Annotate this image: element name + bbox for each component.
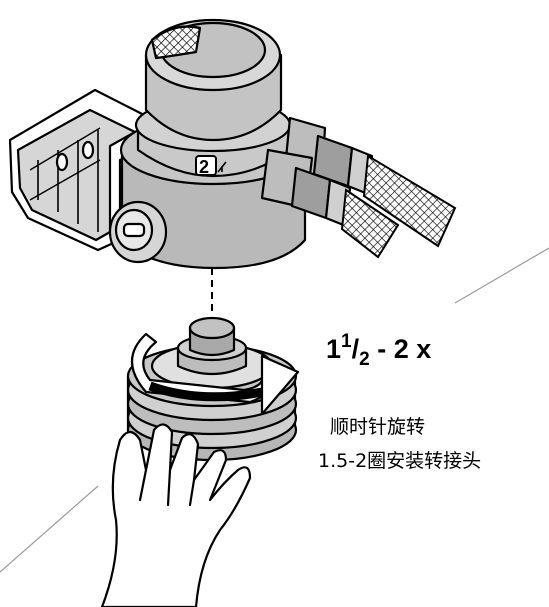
wall-bracket (8, 88, 152, 252)
background-guide-lines (0, 247, 549, 573)
instruction-chinese-line-1: 顺时针旋转 (330, 416, 426, 438)
clockwise-arrow-icon (131, 332, 300, 416)
device-housing (119, 18, 307, 270)
rotation-turns-label: 11/2 - 2 x (326, 331, 432, 370)
braided-hoses (340, 154, 457, 259)
side-knob (108, 200, 168, 264)
turns-tail: - 2 x (369, 334, 432, 364)
instruction-chinese-line-2: 1.5-2圈安装转接头 (318, 450, 482, 472)
turns-whole: 1 (326, 334, 342, 364)
number-badge: 2 (195, 155, 227, 177)
turns-fraction-numerator: 1 (341, 331, 352, 352)
turns-fraction-denominator: 2 (359, 349, 370, 370)
badge-number: 2 (199, 157, 209, 177)
hand-illustration (100, 423, 252, 607)
